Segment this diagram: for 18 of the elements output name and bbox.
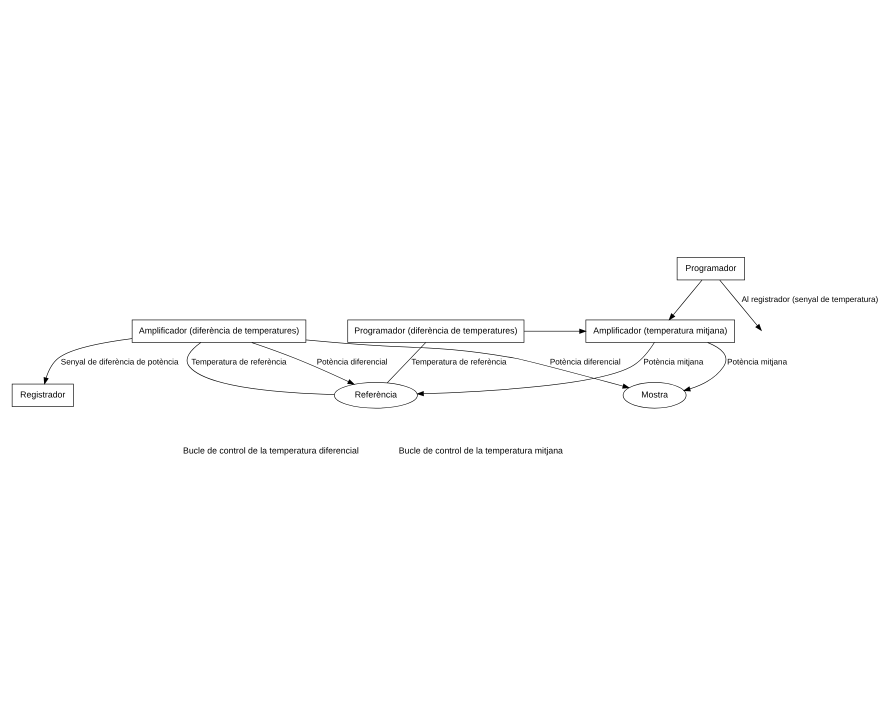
arrow (416, 342, 655, 396)
node-box: Programador (676, 257, 745, 280)
arrow (306, 340, 630, 389)
arrow (682, 342, 726, 392)
label: Bucle de control de la temperatura mitjana (398, 446, 563, 456)
label: Bucle de control de la temperatura diferencial (182, 446, 359, 456)
connector (386, 342, 426, 384)
node-box: Registrador (12, 384, 74, 407)
arrow (44, 338, 132, 385)
arrow (668, 280, 702, 321)
arrow (719, 280, 762, 332)
node-box: Amplificador (temperatura mitjana) (586, 320, 735, 343)
connector (186, 342, 335, 395)
node-ellipse: Referència (334, 382, 418, 408)
node-box: Amplificador (diferència de temperatures) (132, 320, 306, 343)
arrow (524, 328, 587, 334)
node-box: Programador (diferència de temperatures) (347, 320, 524, 343)
arrow (252, 342, 356, 385)
